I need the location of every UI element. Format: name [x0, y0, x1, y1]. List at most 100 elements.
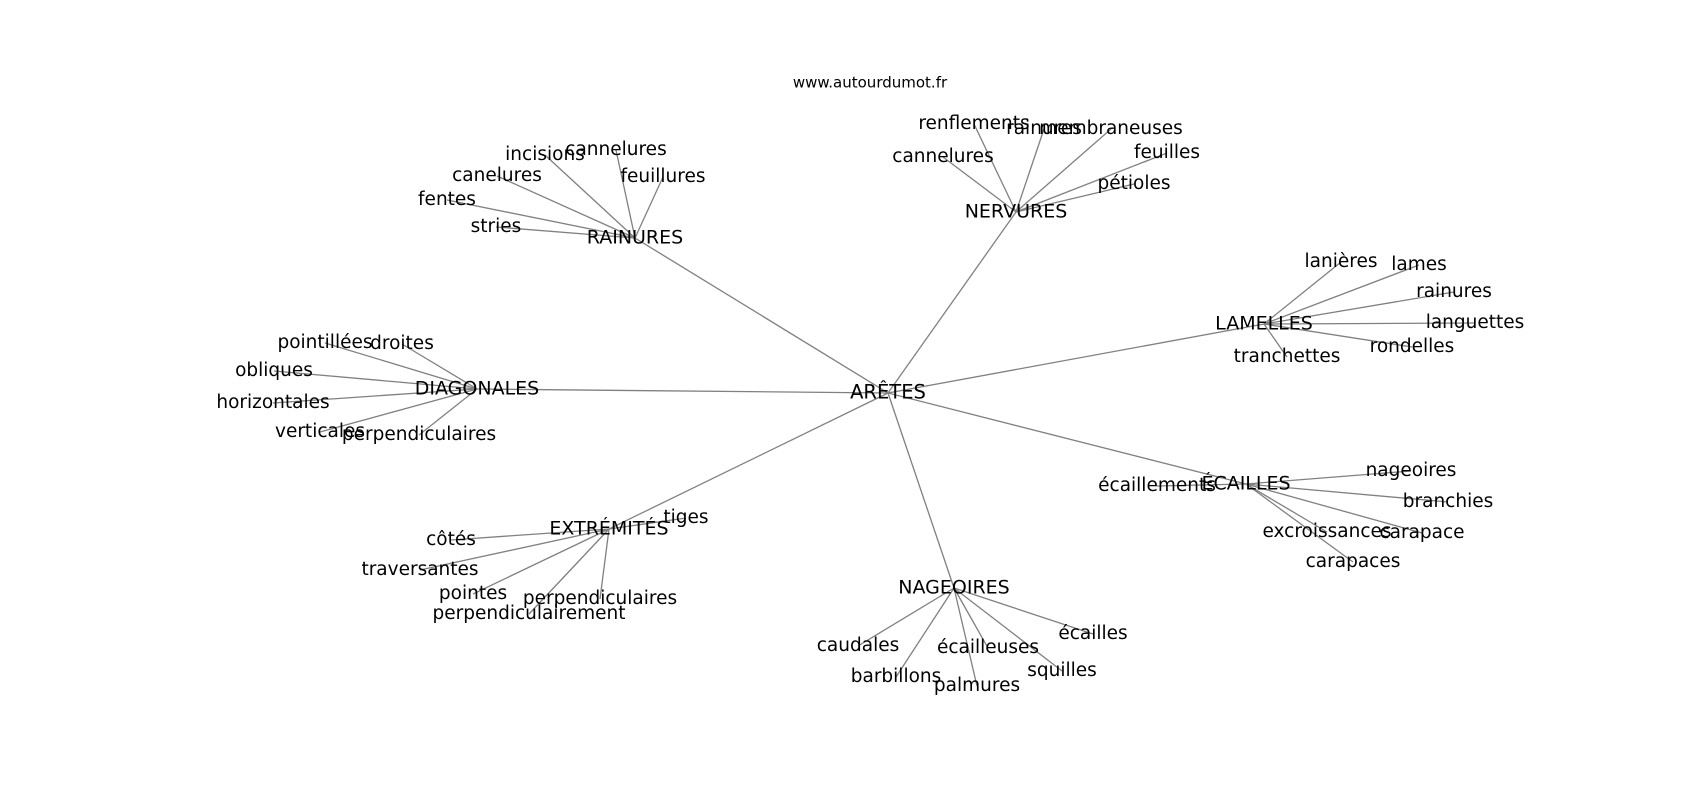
edge-branch-leaf: [1015, 128, 1112, 213]
branch-node: NAGEOIRES: [898, 577, 1009, 599]
edge-branch-leaf: [273, 370, 478, 390]
leaf-node: incisions: [505, 144, 585, 165]
leaf-node: perpendiculairement: [433, 603, 626, 624]
leaf-node: stries: [471, 216, 522, 237]
edge-branch-leaf: [1245, 483, 1328, 533]
graph-edges: [272, 123, 1476, 687]
edge-branch-leaf: [401, 343, 478, 390]
edge-branch-leaf: [973, 123, 1017, 213]
edge-root-branch: [634, 237, 889, 394]
leaf-node: canelures: [452, 165, 542, 186]
edge-branch-leaf: [857, 587, 955, 647]
leaf-node: horizontales: [216, 392, 329, 413]
leaf-node: perpendiculaires: [342, 424, 496, 445]
edge-branch-leaf: [953, 587, 989, 649]
leaf-node: cannelures: [892, 146, 993, 167]
leaf-node: obliques: [235, 360, 313, 381]
edge-branch-leaf: [319, 388, 478, 433]
leaf-node: pétioles: [1098, 173, 1171, 194]
leaf-node: côtés: [426, 529, 476, 550]
leaf-node: tranchettes: [1234, 346, 1341, 367]
edge-branch-leaf: [418, 388, 478, 436]
branch-node: ÉCAILLES: [1201, 472, 1290, 495]
edge-root-branch: [887, 392, 1247, 485]
branch-node: NERVURES: [965, 201, 1068, 223]
edge-root-branch: [887, 392, 955, 589]
leaf-node: écailles: [1058, 623, 1127, 644]
leaf-node: renflements: [918, 113, 1029, 134]
leaf-node: membraneuses: [1039, 118, 1183, 139]
edge-branch-leaf: [324, 342, 478, 390]
edge-branch-leaf: [419, 528, 610, 571]
edge-branch-leaf: [1263, 322, 1476, 325]
edge-branch-leaf: [495, 226, 636, 239]
edge-branch-leaf: [1245, 483, 1354, 563]
edge-branch-leaf: [272, 388, 478, 404]
edge-branch-leaf: [1263, 261, 1342, 325]
edge-branch-leaf: [1015, 128, 1045, 213]
leaf-node: feuilles: [1134, 142, 1200, 163]
leaf-node: carapaces: [1306, 551, 1401, 572]
leaf-node: squilles: [1027, 660, 1097, 681]
leaf-node: écaillements: [1098, 475, 1216, 496]
edge-branch-leaf: [450, 528, 610, 541]
edge-branch-leaf: [446, 199, 636, 239]
leaf-node: traversantes: [361, 559, 478, 580]
leaf-node: pointillées: [277, 332, 372, 353]
branch-node: RAINURES: [587, 227, 683, 249]
edge-branch-leaf: [953, 587, 1063, 672]
edge-branch-leaf: [634, 176, 664, 239]
edge-branch-leaf: [1245, 483, 1449, 503]
edge-branch-leaf: [1245, 470, 1412, 485]
edge-branch-leaf: [953, 587, 1094, 635]
leaf-node: lames: [1391, 254, 1447, 275]
leaf-node: palmures: [934, 675, 1020, 696]
edge-branch-leaf: [1263, 323, 1288, 358]
edge-branch-leaf: [895, 587, 955, 678]
leaf-node: carapace: [1379, 522, 1464, 543]
leaf-node: perpendiculaires: [523, 588, 677, 609]
edge-root-branch: [887, 211, 1017, 394]
leaf-node: nageoires: [1366, 460, 1457, 481]
leaf-node: écailleuses: [937, 637, 1039, 658]
branch-node: LAMELLES: [1215, 313, 1313, 335]
edge-branch-leaf: [496, 175, 636, 239]
root-node: ARÊTES: [850, 381, 926, 404]
leaf-node: caudales: [817, 635, 899, 656]
edge-branch-leaf: [1263, 264, 1420, 325]
edge-root-branch: [608, 392, 889, 530]
edge-branch-leaf: [1015, 152, 1168, 213]
leaf-node: languettes: [1426, 312, 1525, 333]
leaf-node: cannelures: [565, 139, 666, 160]
leaf-node: excroissances: [1262, 521, 1391, 542]
leaf-node: lanières: [1305, 251, 1378, 272]
edge-branch-leaf: [942, 156, 1017, 213]
branch-node: DIAGONALES: [415, 378, 539, 400]
edge-branch-leaf: [953, 587, 978, 687]
edge-root-branch: [887, 323, 1265, 394]
edge-root-branch: [476, 388, 889, 394]
edge-branch-leaf: [1015, 183, 1135, 213]
leaf-node: droites: [370, 333, 434, 354]
edge-branch-leaf: [599, 528, 610, 600]
edge-branch-leaf: [615, 149, 636, 239]
edge-branch-leaf: [1156, 483, 1247, 487]
edge-branch-leaf: [608, 517, 687, 530]
branch-node: EXTRÉMITÉS: [549, 517, 668, 540]
leaf-node: feuillures: [621, 166, 706, 187]
leaf-node: rondelles: [1370, 336, 1455, 357]
leaf-node: barbillons: [851, 666, 942, 687]
leaf-node: verticales: [275, 421, 365, 442]
leaf-node: rainures: [1006, 118, 1082, 139]
leaf-node: pointes: [439, 583, 507, 604]
edge-branch-leaf: [544, 154, 636, 239]
source-url: www.autourdumot.fr: [793, 74, 948, 92]
leaf-node: rainures: [1416, 281, 1492, 302]
leaf-node: fentes: [418, 189, 476, 210]
edge-branch-leaf: [472, 528, 610, 595]
leaf-node: branchies: [1403, 491, 1493, 512]
edge-branch-leaf: [1263, 323, 1413, 348]
edge-branch-leaf: [1245, 483, 1423, 534]
